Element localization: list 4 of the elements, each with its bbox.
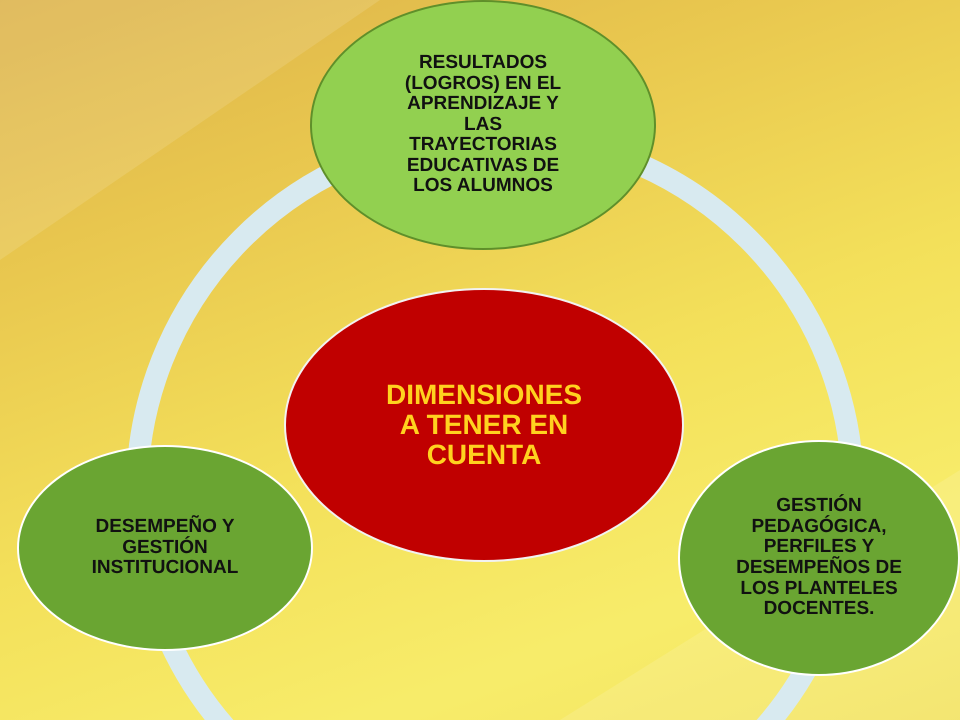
node-label: RESULTADOS (LOGROS) EN EL APRENDIZAJE Y LAS TRAYECTORIAS EDUCATIVAS DE LOS ALUMNOS <box>404 53 562 197</box>
node-label: GESTIÓN PEDAGÓGICA, PERFILES Y DESEMPEÑOS DE LOS PLANTELES DOCENTES. <box>735 496 903 620</box>
node-label: DESEMPEÑO Y GESTIÓN INSTITUCIONAL <box>90 517 240 579</box>
node-label: DIMENSIONES A TENER EN CUENTA <box>386 380 582 470</box>
